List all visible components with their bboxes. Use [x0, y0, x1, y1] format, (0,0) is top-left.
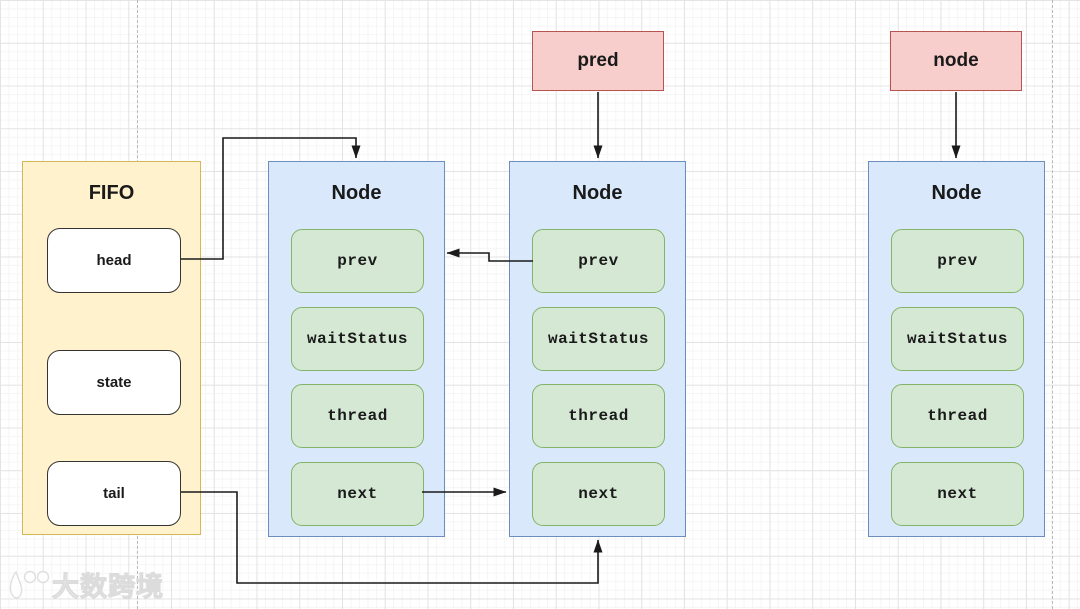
page-boundary-dashed-line-right: [1052, 0, 1053, 609]
prev-label: prev: [337, 252, 378, 270]
watermark-logo-icon: [9, 570, 50, 598]
node-3-field-next: next: [891, 462, 1024, 526]
next-label: next: [337, 485, 378, 503]
thread-label: thread: [927, 407, 988, 425]
fifo-title: FIFO: [88, 182, 135, 204]
fifo-field-head: head: [47, 228, 181, 293]
fifo-container: FIFO head state tail: [22, 161, 201, 535]
node-container-3: Node prev waitStatus thread next: [868, 161, 1045, 537]
node-container-1: Node prev waitStatus thread next: [268, 161, 445, 537]
prev-label: prev: [578, 252, 619, 270]
node-1-field-thread: thread: [291, 384, 424, 448]
thread-label: thread: [568, 407, 629, 425]
node-1-field-prev: prev: [291, 229, 424, 293]
node-2-field-thread: thread: [532, 384, 665, 448]
node-2-field-waitstatus: waitStatus: [532, 307, 665, 371]
node-3-title: Node: [931, 182, 982, 204]
thread-label: thread: [327, 407, 388, 425]
waitstatus-label: waitStatus: [547, 330, 649, 348]
node-3-field-prev: prev: [891, 229, 1024, 293]
fifo-field-state: state: [47, 350, 181, 415]
node-1-field-next: next: [291, 462, 424, 526]
watermark-text: 大数跨境: [52, 572, 164, 603]
pred-label: pred: [577, 50, 619, 71]
fifo-field-tail: tail: [47, 461, 181, 526]
prev-label: prev: [937, 252, 978, 270]
tail-label: tail: [103, 485, 125, 502]
node-3-field-waitstatus: waitStatus: [891, 307, 1024, 371]
next-label: next: [578, 485, 619, 503]
node-2-field-prev: prev: [532, 229, 665, 293]
node-pointer-box: node: [890, 31, 1022, 91]
watermark: 大数跨境: [6, 565, 164, 604]
state-label: state: [96, 374, 132, 391]
node-container-2: Node prev waitStatus thread next: [509, 161, 686, 537]
node-2-field-next: next: [532, 462, 665, 526]
node-3-field-thread: thread: [891, 384, 1024, 448]
head-label: head: [96, 252, 132, 269]
node-1-title: Node: [331, 182, 382, 204]
waitstatus-label: waitStatus: [906, 330, 1008, 348]
waitstatus-label: waitStatus: [306, 330, 408, 348]
node-2-title: Node: [572, 182, 623, 204]
node-1-field-waitstatus: waitStatus: [291, 307, 424, 371]
next-label: next: [937, 485, 978, 503]
node-label: node: [933, 50, 979, 71]
pred-pointer-box: pred: [532, 31, 664, 91]
